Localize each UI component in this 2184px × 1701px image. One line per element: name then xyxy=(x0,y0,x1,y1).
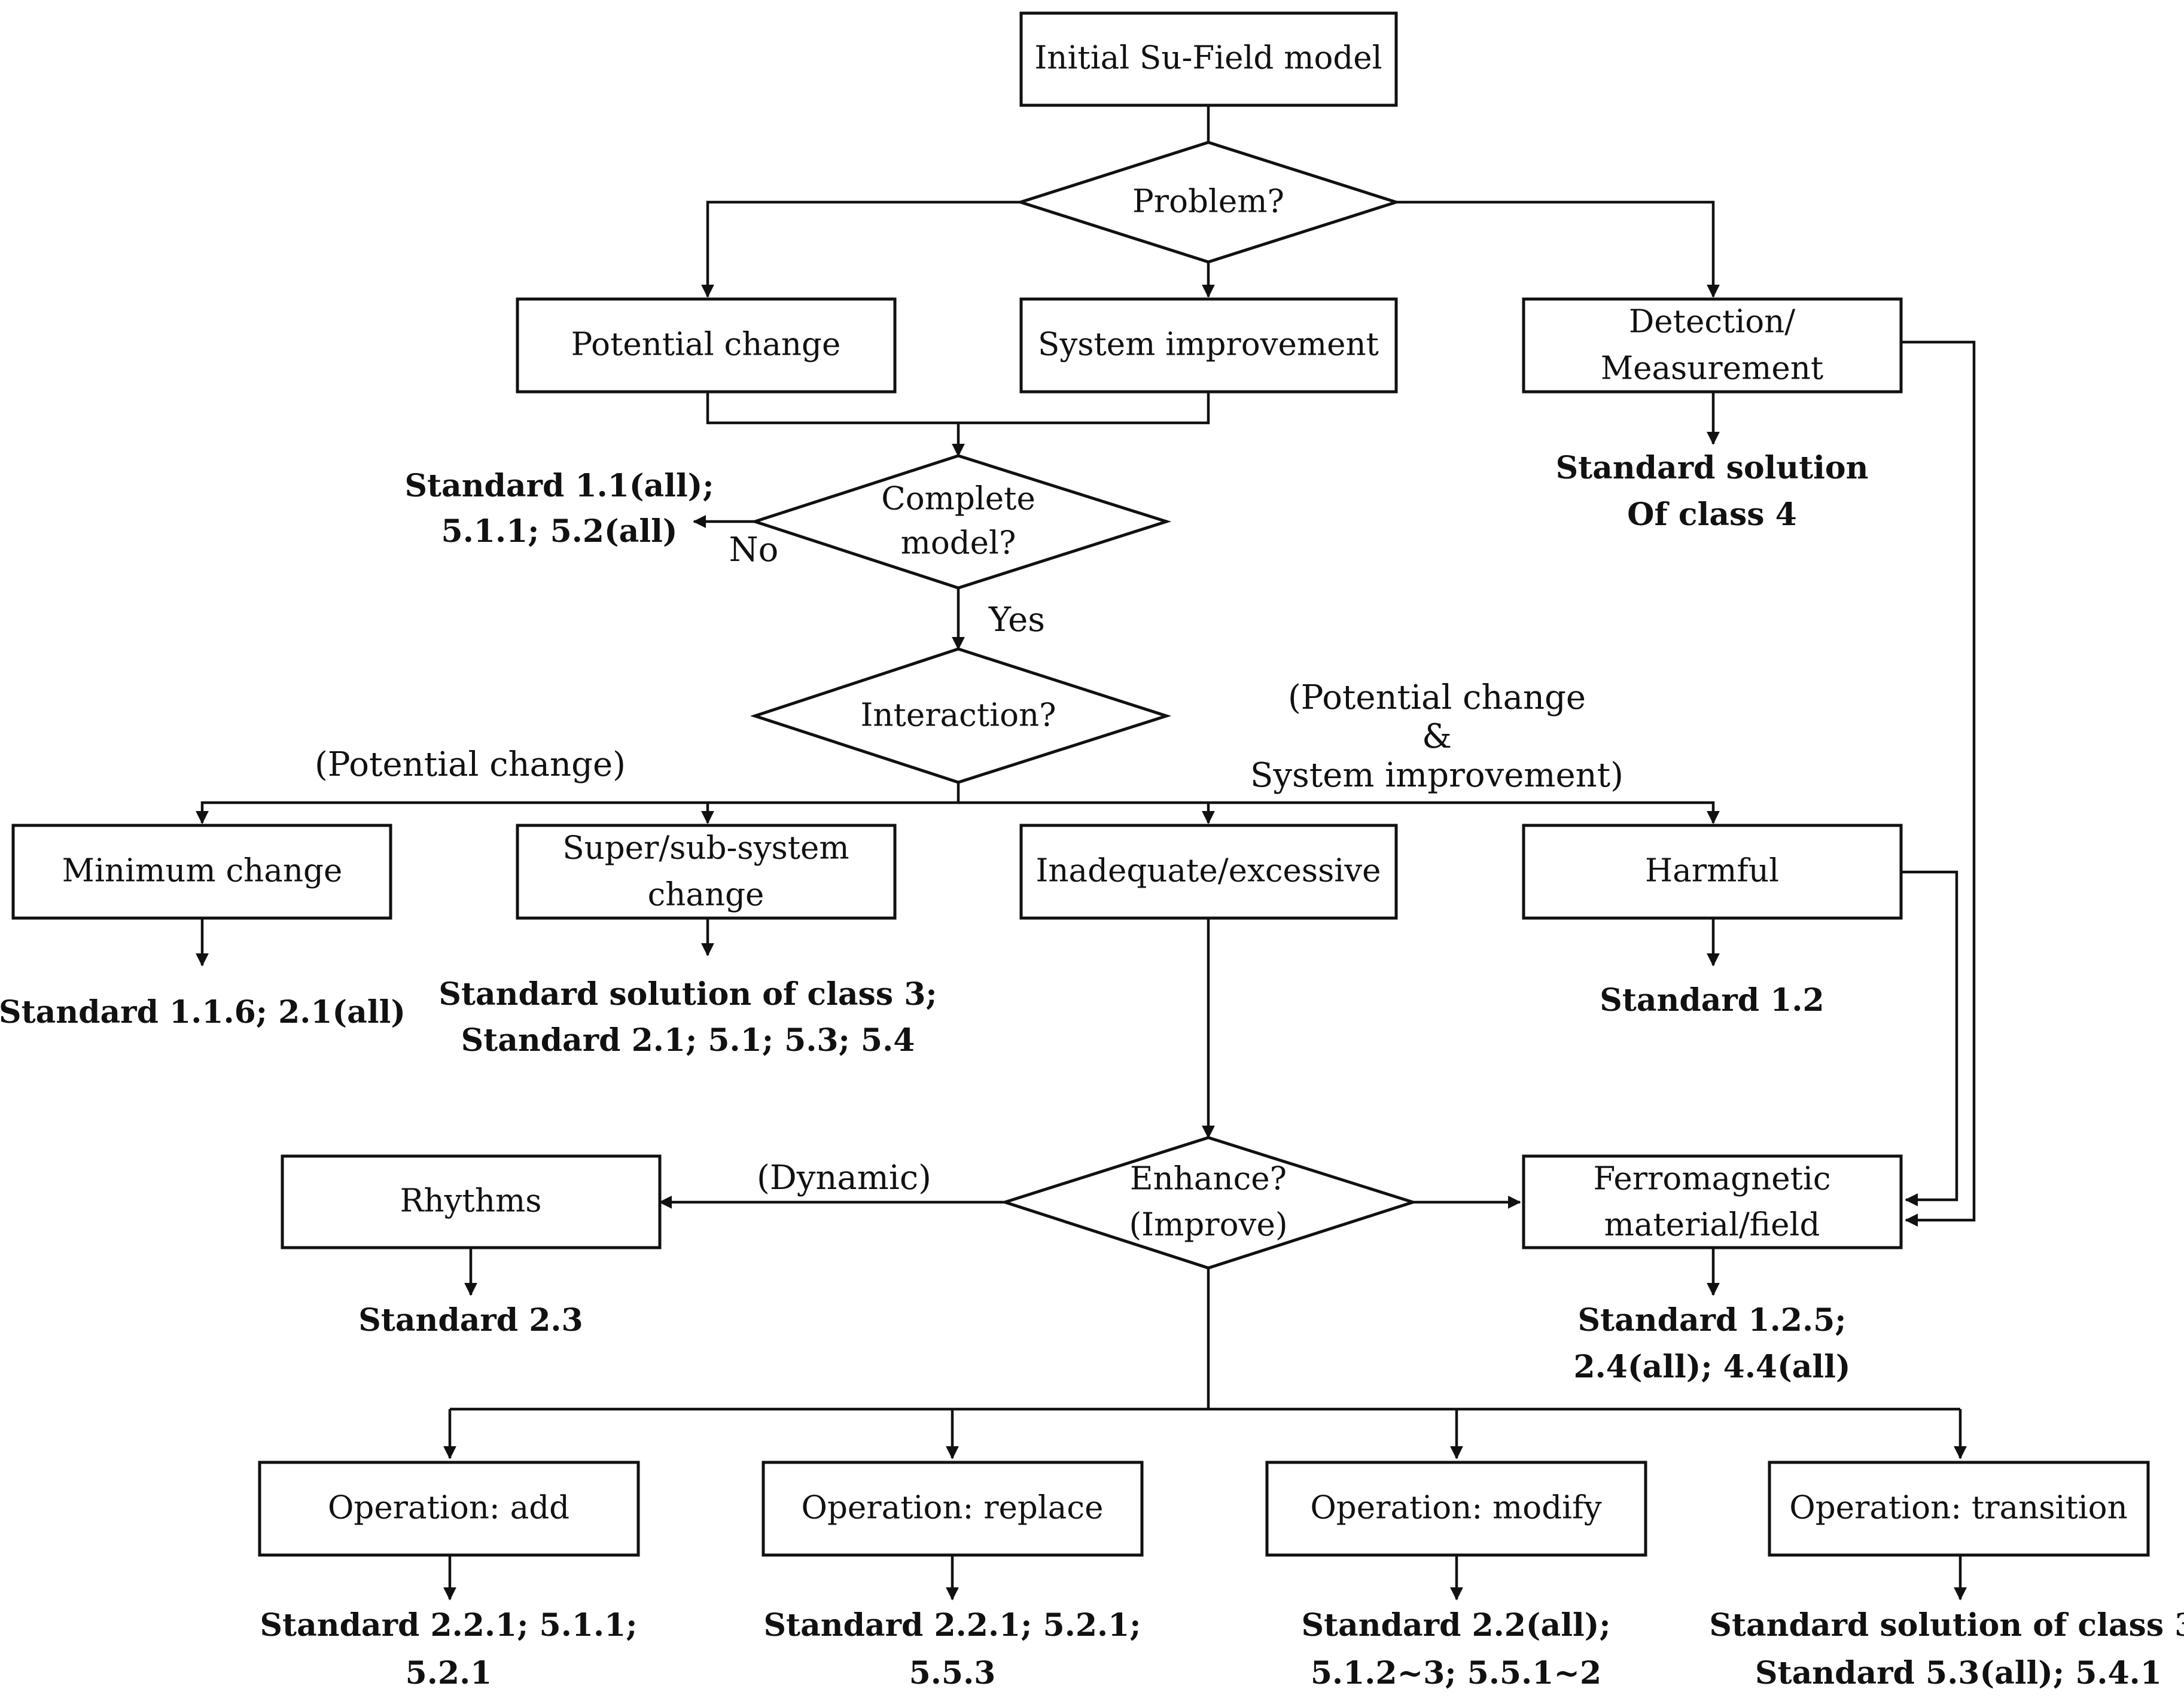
edge-interaction-to-harmful xyxy=(958,801,1720,824)
edge-label-no: No xyxy=(729,531,779,569)
rhythms-node xyxy=(281,1154,662,1249)
enhance-label-line1: Enhance? xyxy=(1130,1161,1287,1197)
result-op-add-line1: Standard 2.2.1; 5.1.1; xyxy=(260,1607,638,1644)
result-op-transition-line2: Standard 5.3(all); 5.4.1 xyxy=(1755,1655,2162,1691)
result-complete-no-line2: 5.1.1; 5.2(all) xyxy=(441,513,678,550)
edge-problem-to-detection xyxy=(1396,200,1720,298)
edge-harmful-to-ferromagnetic xyxy=(1901,870,1958,1206)
edge-interaction-to-minimum-change xyxy=(196,782,960,824)
enhance-decision xyxy=(1000,1136,1418,1270)
operation-modify-node xyxy=(1265,1461,1647,1557)
result-rhythms: Standard 2.3 xyxy=(358,1302,583,1339)
minimum-change-node xyxy=(11,824,392,920)
operation-replace-label: Operation: replace xyxy=(802,1490,1104,1526)
problem-label: Problem? xyxy=(1132,184,1284,220)
result-op-modify-line2: 5.1.2~3; 5.5.1~2 xyxy=(1311,1655,1601,1691)
super-sub-system-node xyxy=(516,824,897,920)
harmful-node xyxy=(1522,824,1903,920)
result-op-add-line2: 5.2.1 xyxy=(406,1655,492,1691)
operation-transition-label: Operation: transition xyxy=(1789,1490,2127,1526)
system-improvement-node xyxy=(1019,297,1398,394)
edge-label-potential-change: (Potential change) xyxy=(315,745,626,784)
initial-su-field-node xyxy=(1019,11,1398,107)
inadequate-excessive-node xyxy=(1019,824,1398,920)
super-sub-label-line2: change xyxy=(648,877,764,913)
complete-model-label-line1: Complete xyxy=(881,481,1035,517)
edge-problem-to-potential-change xyxy=(701,200,1025,298)
rhythms-label: Rhythms xyxy=(400,1183,542,1220)
edge-merge-potential-system xyxy=(706,392,1210,425)
result-harmful: Standard 1.2 xyxy=(1600,982,1824,1019)
complete-model-decision xyxy=(750,454,1172,590)
result-detection-line2: Of class 4 xyxy=(1627,496,1797,533)
result-super-sub-line1: Standard solution of class 3; xyxy=(438,976,937,1013)
problem-decision xyxy=(1015,141,1402,264)
result-detection-line1: Standard solution xyxy=(1556,450,1869,486)
inadequate-excessive-label: Inadequate/excessive xyxy=(1035,853,1381,889)
ferromagnetic-label-line1: Ferromagnetic xyxy=(1593,1161,1830,1197)
result-ferromagnetic-line2: 2.4(all); 4.4(all) xyxy=(1573,1349,1850,1385)
enhance-label-line2: (Improve) xyxy=(1129,1207,1287,1243)
result-minimum-change: Standard 1.1.6; 2.1(all) xyxy=(0,994,406,1031)
result-ferromagnetic-line1: Standard 1.2.5; xyxy=(1578,1302,1847,1339)
result-op-transition-line1: Standard solution of class 3; xyxy=(1709,1607,2184,1644)
operation-add-node xyxy=(258,1461,640,1557)
result-super-sub-line2: Standard 2.1; 5.1; 5.3; 5.4 xyxy=(461,1022,915,1059)
potential-change-label: Potential change xyxy=(571,327,841,363)
complete-model-label-line2: model? xyxy=(901,525,1016,562)
result-op-replace-line2: 5.5.3 xyxy=(909,1655,996,1691)
operation-transition-node xyxy=(1768,1461,2150,1557)
super-sub-label-line1: Super/sub-system xyxy=(562,830,849,867)
ferromagnetic-label-line2: material/field xyxy=(1604,1207,1820,1243)
detection-measurement-node xyxy=(1522,297,1903,394)
edge-label-potential-and-system-line3: System improvement) xyxy=(1250,756,1623,795)
interaction-label: Interaction? xyxy=(860,697,1056,734)
initial-su-field-label: Initial Su-Field model xyxy=(1034,40,1382,77)
minimum-change-label: Minimum change xyxy=(62,853,343,889)
detection-label-line1: Detection/ xyxy=(1629,304,1795,340)
operation-add-label: Operation: add xyxy=(328,1490,569,1526)
edge-label-potential-and-system-line1: (Potential change xyxy=(1288,678,1586,717)
harmful-label: Harmful xyxy=(1645,853,1779,889)
potential-change-node xyxy=(516,297,897,394)
operation-replace-node xyxy=(761,1461,1144,1557)
edge-label-yes: Yes xyxy=(988,600,1045,639)
edge-detection-to-ferromagnetic xyxy=(1901,340,1976,1227)
edge-label-potential-and-system-line2: & xyxy=(1422,717,1452,756)
interaction-decision xyxy=(750,647,1172,784)
result-op-replace-line1: Standard 2.2.1; 5.2.1; xyxy=(764,1607,1141,1644)
detection-label-line2: Measurement xyxy=(1601,350,1823,387)
system-improvement-label: System improvement xyxy=(1038,327,1379,363)
operation-modify-label: Operation: modify xyxy=(1310,1490,1601,1526)
edge-label-dynamic: (Dynamic) xyxy=(757,1159,931,1197)
result-complete-no-line1: Standard 1.1(all); xyxy=(404,468,714,504)
result-op-modify-line1: Standard 2.2(all); xyxy=(1301,1607,1610,1644)
ferromagnetic-node xyxy=(1522,1154,1903,1249)
